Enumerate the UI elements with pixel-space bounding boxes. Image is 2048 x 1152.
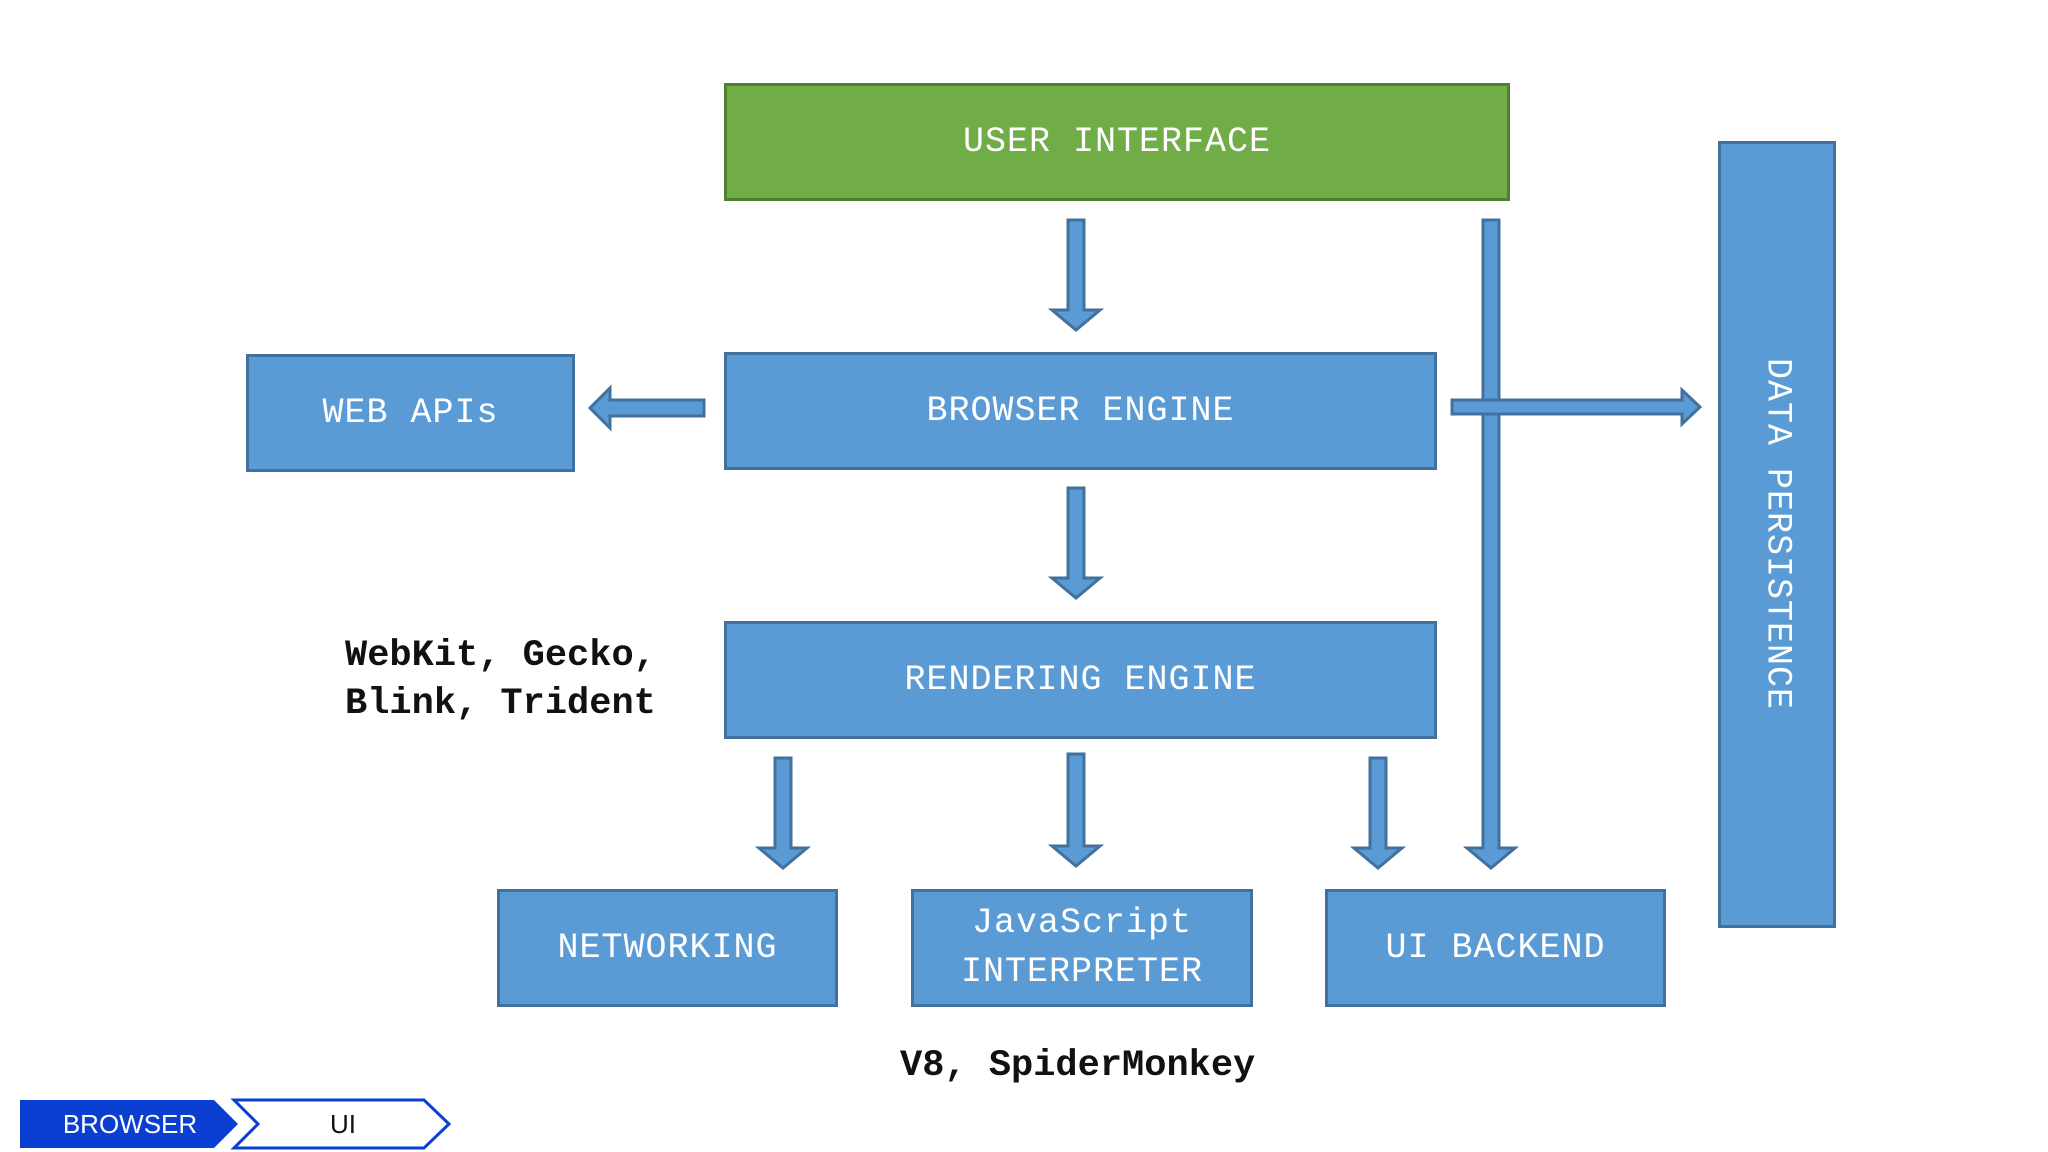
arrow-browser-engine-to-rendering-engine (1047, 486, 1105, 600)
arrow-rendering-engine-to-ui-backend (1349, 756, 1407, 870)
breadcrumb-item-browser[interactable]: BROWSER (62, 1108, 198, 1139)
breadcrumb-ui-shape (230, 1098, 452, 1150)
arrow-browser-engine-to-data-persistence (1450, 386, 1703, 428)
networking-box: NETWORKING (497, 889, 838, 1007)
breadcrumb-browser-shape (20, 1100, 238, 1148)
arrow-ui-to-browser-engine (1047, 218, 1105, 332)
arrow-ui-to-ui-backend (1462, 218, 1520, 870)
rendering-engines-note: WebKit, Gecko, Blink, Trident (345, 635, 656, 725)
arrow-rendering-engine-to-networking (754, 756, 812, 870)
user-interface-box: USER INTERFACE (724, 83, 1510, 201)
breadcrumb-item-ui[interactable]: UI (330, 1108, 356, 1139)
js-engines-note: V8, SpiderMonkey (900, 1045, 1256, 1087)
browser-engine-box: BROWSER ENGINE (724, 352, 1437, 470)
arrow-rendering-engine-to-javascript-interpreter (1047, 752, 1105, 868)
javascript-interpreter-box: JavaScript INTERPRETER (911, 889, 1253, 1007)
web-apis-box: WEB APIs (246, 354, 575, 472)
breadcrumb-chevrons (20, 1098, 452, 1150)
arrow-browser-engine-to-web-apis (587, 384, 706, 432)
ui-backend-box: UI BACKEND (1325, 889, 1666, 1007)
rendering-engine-box: RENDERING ENGINE (724, 621, 1437, 739)
data-persistence-box: DATA PERSISTENCE (1718, 141, 1836, 928)
